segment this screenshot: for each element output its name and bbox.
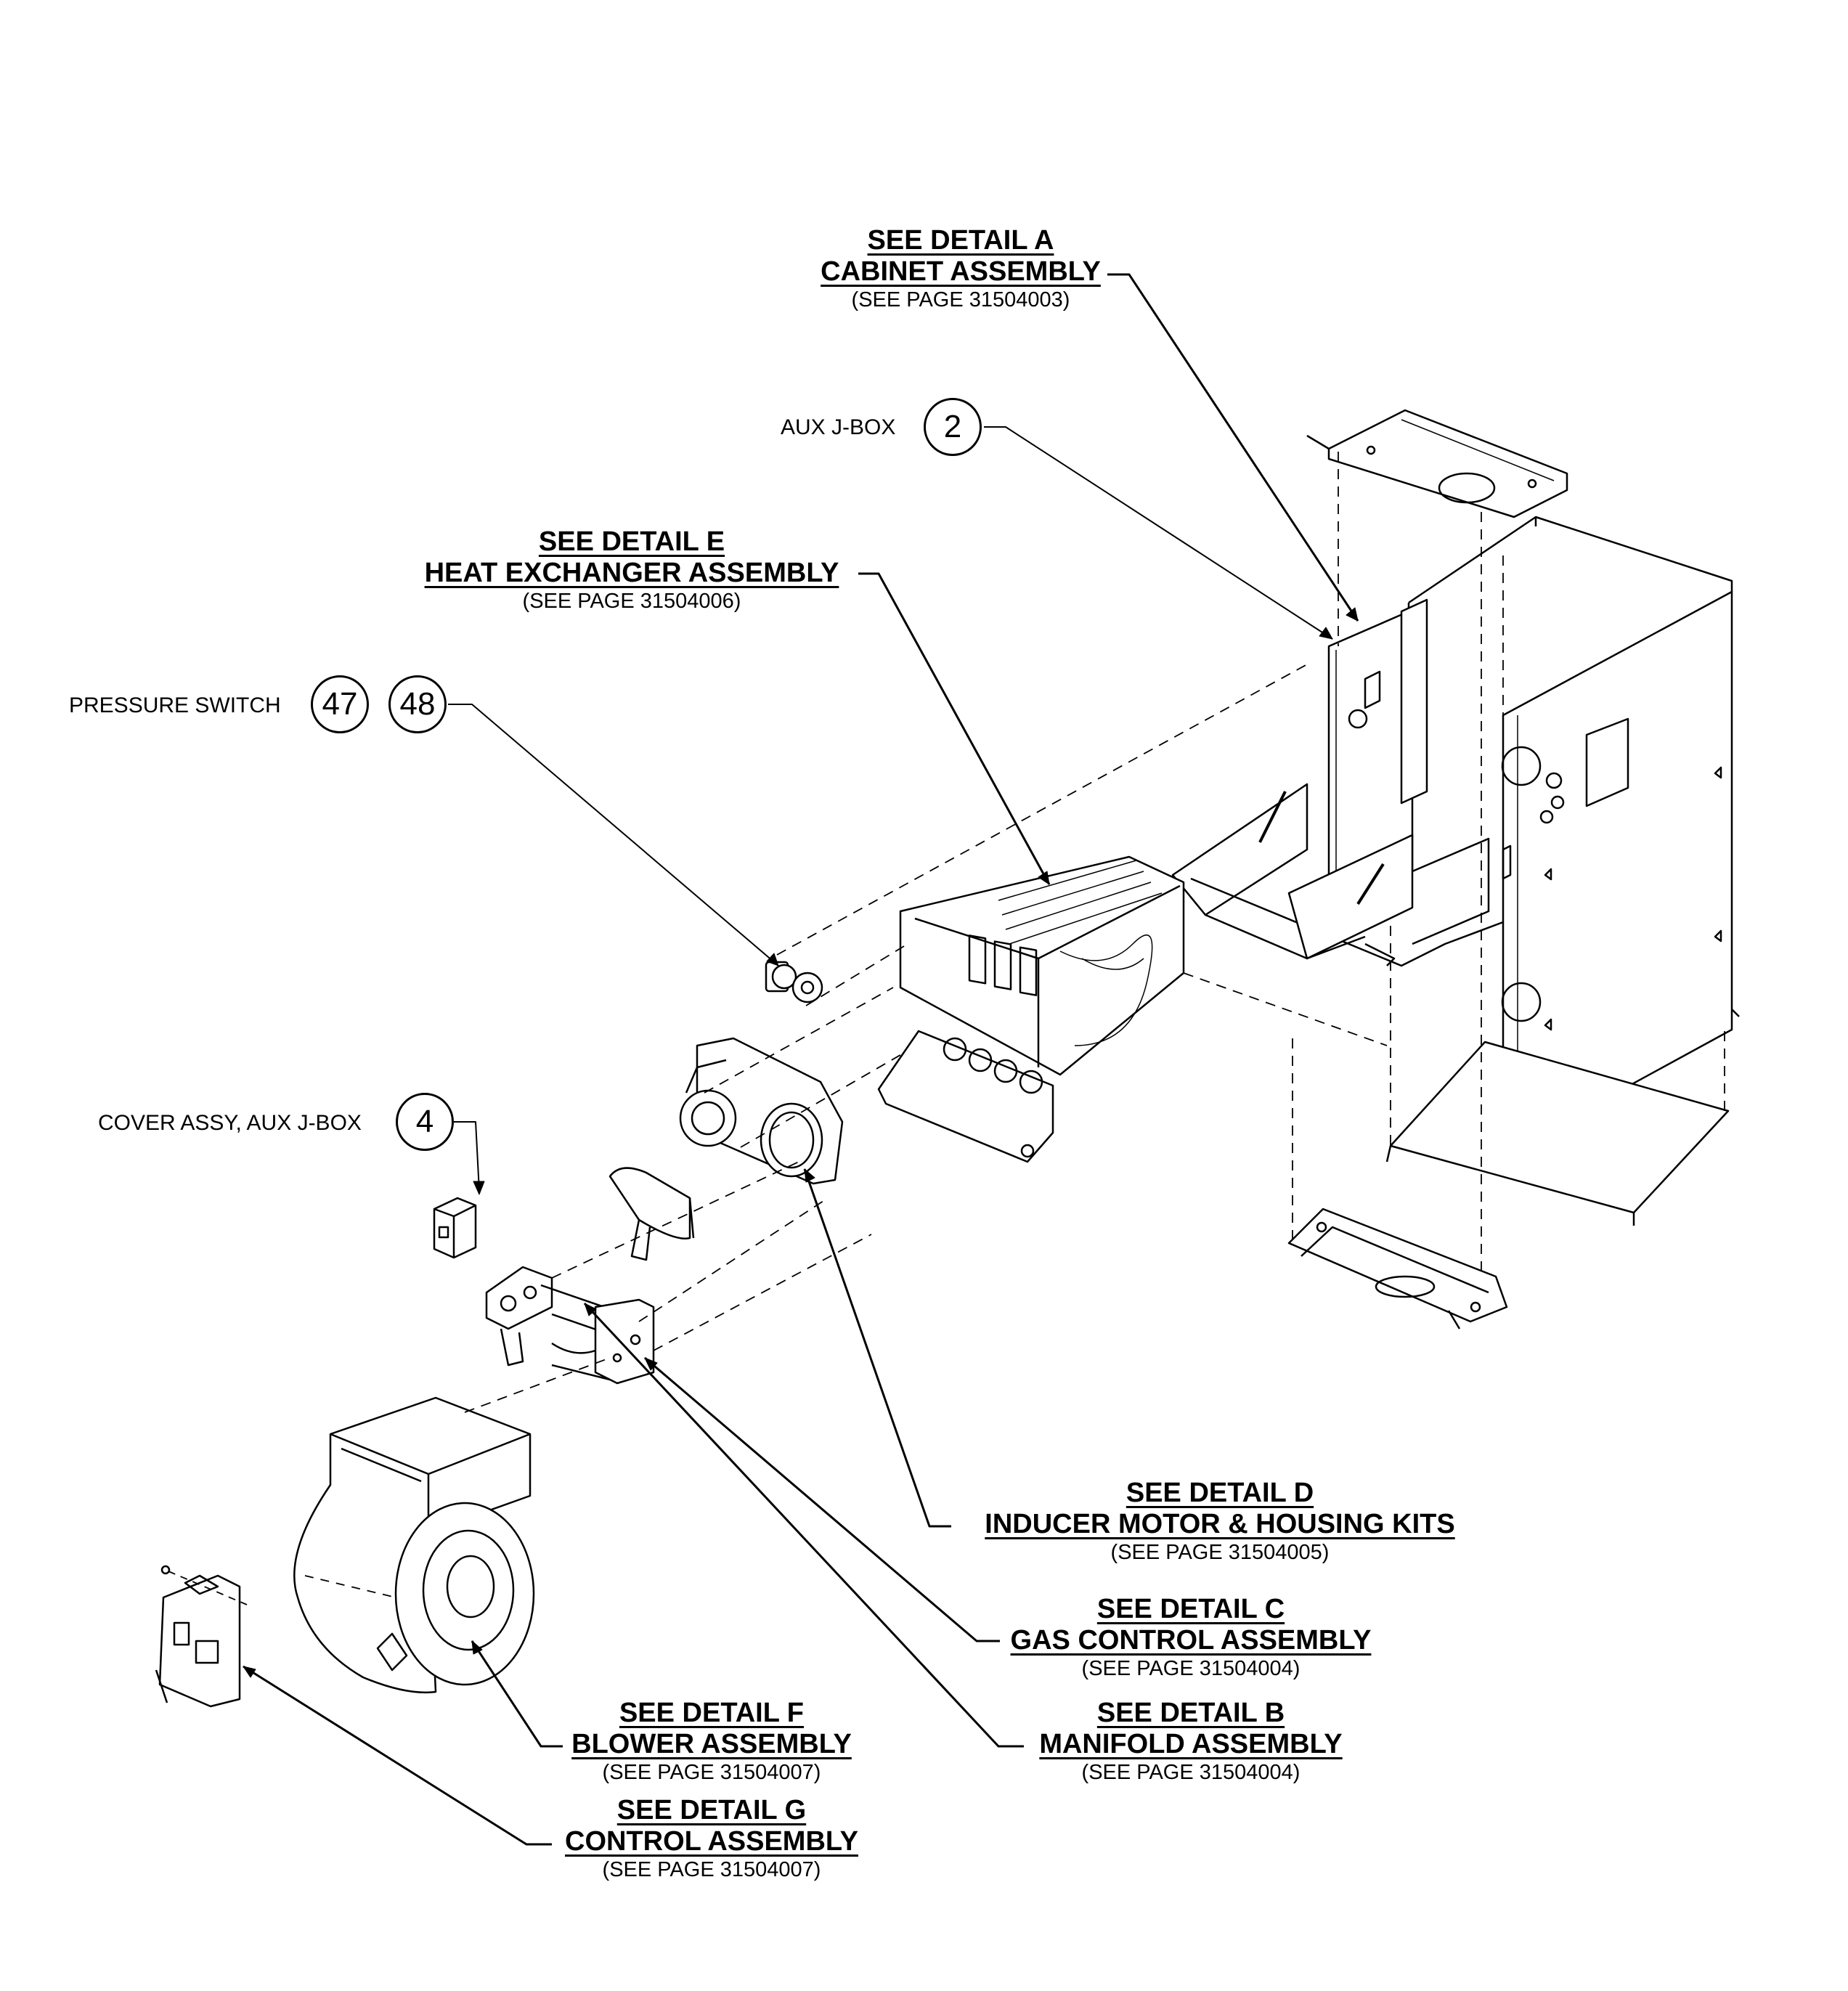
blower-drawing <box>293 1396 535 1694</box>
detail-a-label[interactable]: SEE DETAIL A CABINET ASSEMBLY (SEE PAGE … <box>805 225 1117 312</box>
pressure-switch-label: PRESSURE SWITCH <box>69 693 281 717</box>
detail-c-assembly: GAS CONTROL ASSEMBLY <box>1010 1624 1372 1656</box>
detail-e-title: SEE DETAIL E <box>538 526 725 557</box>
detail-g-assembly: CONTROL ASSEMBLY <box>565 1825 858 1857</box>
detail-a-page-ref: (SEE PAGE 31504003) <box>851 288 1070 312</box>
gas-control-drawing <box>485 1266 655 1385</box>
aux-jbox-number-bubble[interactable]: 2 <box>924 398 982 456</box>
explosion-guide-lines <box>464 452 1725 1413</box>
pressure-switch-number-bubble-47[interactable]: 47 <box>311 675 369 733</box>
detail-e-label[interactable]: SEE DETAIL E HEAT EXCHANGER ASSEMBLY (SE… <box>392 526 871 614</box>
leader-lines <box>243 273 1359 1846</box>
detail-e-assembly: HEAT EXCHANGER ASSEMBLY <box>424 557 839 588</box>
detail-d-label[interactable]: SEE DETAIL D INDUCER MOTOR & HOUSING KIT… <box>951 1478 1489 1565</box>
detail-f-title: SEE DETAIL F <box>619 1698 805 1728</box>
cover-assy-number-bubble[interactable]: 4 <box>396 1093 454 1151</box>
detail-c-page-ref: (SEE PAGE 31504004) <box>1081 1657 1300 1681</box>
detail-b-label[interactable]: SEE DETAIL B MANIFOLD ASSEMBLY (SEE PAGE… <box>1020 1698 1361 1785</box>
aux-jbox-label: AUX J-BOX <box>781 415 896 439</box>
detail-c-label[interactable]: SEE DETAIL C GAS CONTROL ASSEMBLY (SEE P… <box>995 1594 1387 1681</box>
detail-f-assembly: BLOWER ASSEMBLY <box>571 1728 852 1759</box>
detail-a-title: SEE DETAIL A <box>867 225 1054 256</box>
detail-g-label[interactable]: SEE DETAIL G CONTROL ASSEMBLY (SEE PAGE … <box>545 1795 879 1882</box>
detail-f-page-ref: (SEE PAGE 31504007) <box>602 1761 821 1785</box>
detail-f-label[interactable]: SEE DETAIL F BLOWER ASSEMBLY (SEE PAGE 3… <box>552 1698 871 1785</box>
inducer-drawing <box>608 1037 844 1261</box>
cover-assy-label: COVER ASSY, AUX J-BOX <box>98 1111 362 1135</box>
detail-d-assembly: INDUCER MOTOR & HOUSING KITS <box>985 1508 1455 1539</box>
jbox-cover-drawing <box>433 1197 477 1259</box>
pressure-switch-drawing <box>765 961 823 1003</box>
detail-g-page-ref: (SEE PAGE 31504007) <box>602 1858 821 1882</box>
detail-b-page-ref: (SEE PAGE 31504004) <box>1081 1761 1300 1785</box>
heat-exchanger-drawing <box>877 855 1185 1163</box>
detail-g-title: SEE DETAIL G <box>616 1795 807 1825</box>
detail-e-page-ref: (SEE PAGE 31504006) <box>522 590 741 614</box>
detail-b-title: SEE DETAIL B <box>1096 1698 1285 1728</box>
detail-a-assembly: CABINET ASSEMBLY <box>821 256 1101 287</box>
detail-d-page-ref: (SEE PAGE 31504005) <box>1110 1541 1330 1565</box>
cabinet-assembly-drawing <box>1171 409 1740 1330</box>
detail-d-title: SEE DETAIL D <box>1126 1478 1314 1508</box>
detail-c-title: SEE DETAIL C <box>1096 1594 1285 1624</box>
detail-b-assembly: MANIFOLD ASSEMBLY <box>1039 1728 1343 1759</box>
control-board-drawing <box>155 1565 248 1708</box>
pressure-switch-number-bubble-48[interactable]: 48 <box>388 675 447 733</box>
